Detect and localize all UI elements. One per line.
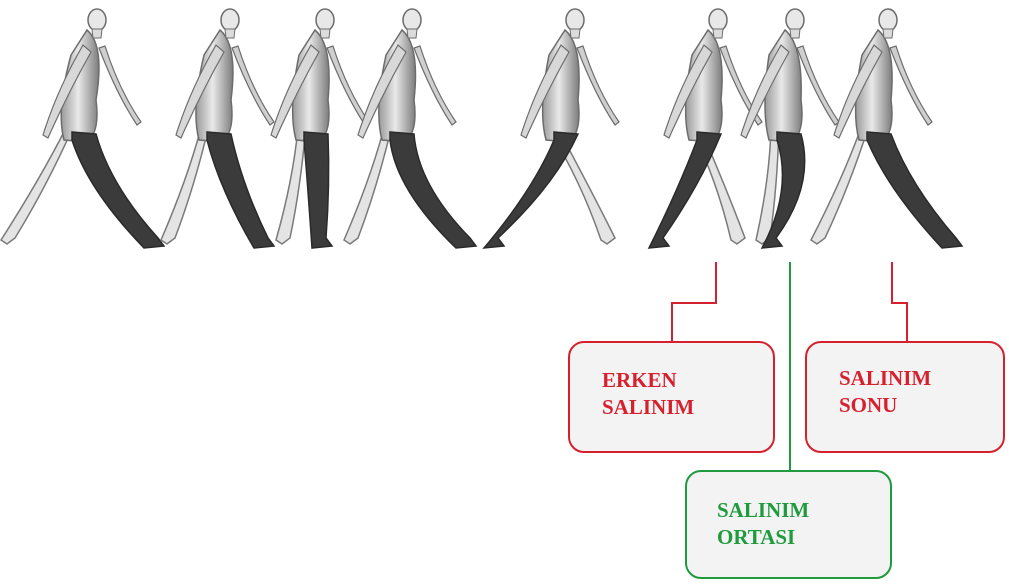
walking-figure-3 <box>270 8 370 249</box>
mid-swing-box: SALINIM ORTASI <box>685 470 892 579</box>
early-swing-connector <box>671 262 717 341</box>
walking-figure-6 <box>647 8 763 249</box>
walking-figure-4 <box>343 8 478 249</box>
terminal-swing-connector <box>891 262 908 341</box>
walking-figure-7 <box>740 8 840 249</box>
walking-figure-5 <box>482 8 620 249</box>
early-swing-label: ERKEN SALINIM <box>602 368 695 419</box>
walking-figure-2 <box>160 8 276 249</box>
walking-figure-1 <box>0 8 166 249</box>
walking-figures-row <box>0 8 964 249</box>
terminal-swing-box: SALINIM SONU <box>805 341 1005 453</box>
terminal-swing-label: SALINIM SONU <box>839 366 932 417</box>
mid-swing-label: SALINIM ORTASI <box>717 498 810 549</box>
early-swing-box: ERKEN SALINIM <box>568 341 775 453</box>
walking-figure-8 <box>810 8 964 249</box>
